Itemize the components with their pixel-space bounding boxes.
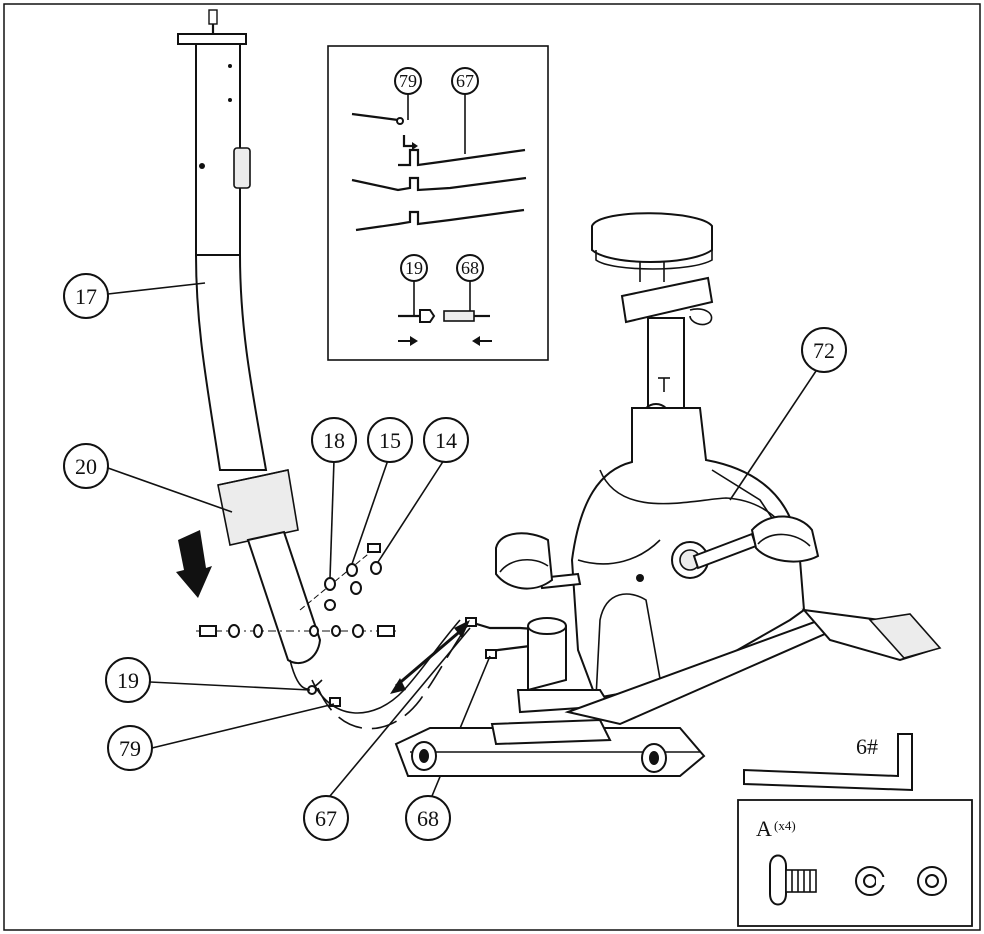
page-frame xyxy=(3,3,981,931)
allen-key-icon xyxy=(743,733,913,792)
inset-callout-68: 68 xyxy=(461,258,479,278)
svg-text:20: 20 xyxy=(75,454,97,479)
leader-17 xyxy=(107,282,206,295)
callout-18: 18 xyxy=(311,417,357,463)
cable-routing xyxy=(307,617,549,730)
bolt-head-icon xyxy=(769,854,787,906)
leader-20 xyxy=(107,467,233,513)
svg-text:18: 18 xyxy=(323,428,345,453)
callout-14: 14 xyxy=(423,417,469,463)
callout-79: 79 xyxy=(107,725,153,771)
leader-18 xyxy=(329,459,335,579)
callout-17: 17 xyxy=(63,273,109,319)
callout-20: 20 xyxy=(63,443,109,489)
leader-19 xyxy=(149,681,311,691)
svg-text:14: 14 xyxy=(435,428,457,453)
leader-72 xyxy=(729,367,819,501)
inset-callout-79: 79 xyxy=(399,71,417,91)
hardware-qty: (x4) xyxy=(774,818,796,833)
handlebar-post xyxy=(177,9,323,690)
leader-14 xyxy=(377,459,445,563)
leader-67 xyxy=(329,627,471,797)
inset-callout-19: 19 xyxy=(405,258,423,278)
callout-68: 68 xyxy=(405,795,451,841)
allen-key-size: 6# xyxy=(856,734,878,759)
callout-19: 19 xyxy=(105,657,151,703)
svg-text:15: 15 xyxy=(379,428,401,453)
svg-text:68: 68 xyxy=(417,806,439,831)
cable-detail-inset xyxy=(327,45,549,361)
svg-text:67: 67 xyxy=(315,806,337,831)
hardware-box xyxy=(737,799,973,927)
svg-text:79: 79 xyxy=(119,736,141,761)
svg-text:19: 19 xyxy=(117,668,139,693)
svg-text:17: 17 xyxy=(75,284,97,309)
leader-79 xyxy=(151,703,335,749)
inset-callout-67: 67 xyxy=(456,71,474,91)
svg-text:72: 72 xyxy=(813,338,835,363)
down-arrow-icon xyxy=(176,530,212,598)
callout-15: 15 xyxy=(367,417,413,463)
bolt-assembly-line xyxy=(196,543,396,638)
leader-15 xyxy=(351,459,389,565)
callout-72: 72 xyxy=(801,327,847,373)
callout-67: 67 xyxy=(303,795,349,841)
bike-frame xyxy=(394,212,942,777)
hardware-label: A xyxy=(756,816,772,841)
